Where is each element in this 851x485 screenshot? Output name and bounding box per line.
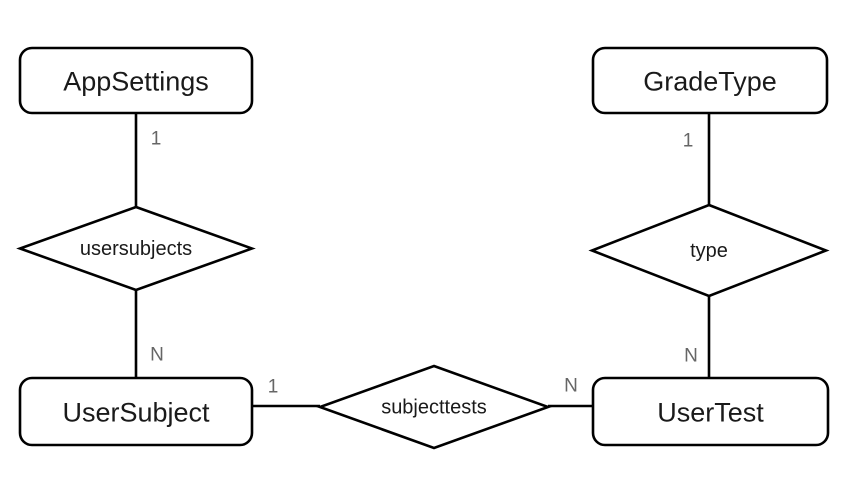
entity-gradetype-label: GradeType — [643, 67, 777, 97]
cardinality-labels: 1 N 1 N 1 N — [150, 129, 698, 398]
connector-lines — [134, 113, 711, 408]
entity-usersubject[interactable]: UserSubject — [18, 376, 254, 447]
entity-appsettings-box[interactable] — [18, 46, 254, 115]
entity-usersubject-label: UserSubject — [62, 398, 210, 428]
relationship-usersubjects-diamond[interactable] — [16, 205, 256, 292]
cardinality-subjecttests-usertest: N — [564, 376, 578, 397]
relationship-type-diamond[interactable] — [588, 203, 830, 298]
relationship-type[interactable]: type — [588, 203, 830, 298]
relationship-usersubjects[interactable]: usersubjects — [16, 205, 256, 292]
relationship-type-label: type — [690, 240, 728, 262]
cardinality-appsettings-usersubjects: 1 — [151, 129, 162, 150]
cardinality-usersubject-subjecttests: 1 — [268, 377, 279, 398]
entity-usertest-label: UserTest — [657, 398, 764, 428]
entity-usersubject-box[interactable] — [18, 376, 254, 447]
relationship-usersubjects-label: usersubjects — [80, 238, 192, 260]
entity-gradetype[interactable]: GradeType — [591, 46, 829, 115]
entity-usertest-box[interactable] — [591, 376, 830, 447]
cardinality-gradetype-type: 1 — [683, 131, 694, 152]
relationship-subjecttests[interactable]: subjecttests — [316, 364, 552, 450]
relationship-subjecttests-diamond[interactable] — [316, 364, 552, 450]
entity-appsettings[interactable]: AppSettings — [18, 46, 254, 115]
entity-gradetype-box[interactable] — [591, 46, 829, 115]
entity-usertest[interactable]: UserTest — [591, 376, 830, 447]
cardinality-type-usertest: N — [684, 346, 698, 367]
cardinality-usersubjects-usersubject: N — [150, 345, 164, 366]
entity-appsettings-label: AppSettings — [63, 67, 209, 97]
relationship-subjecttests-label: subjecttests — [381, 397, 487, 419]
